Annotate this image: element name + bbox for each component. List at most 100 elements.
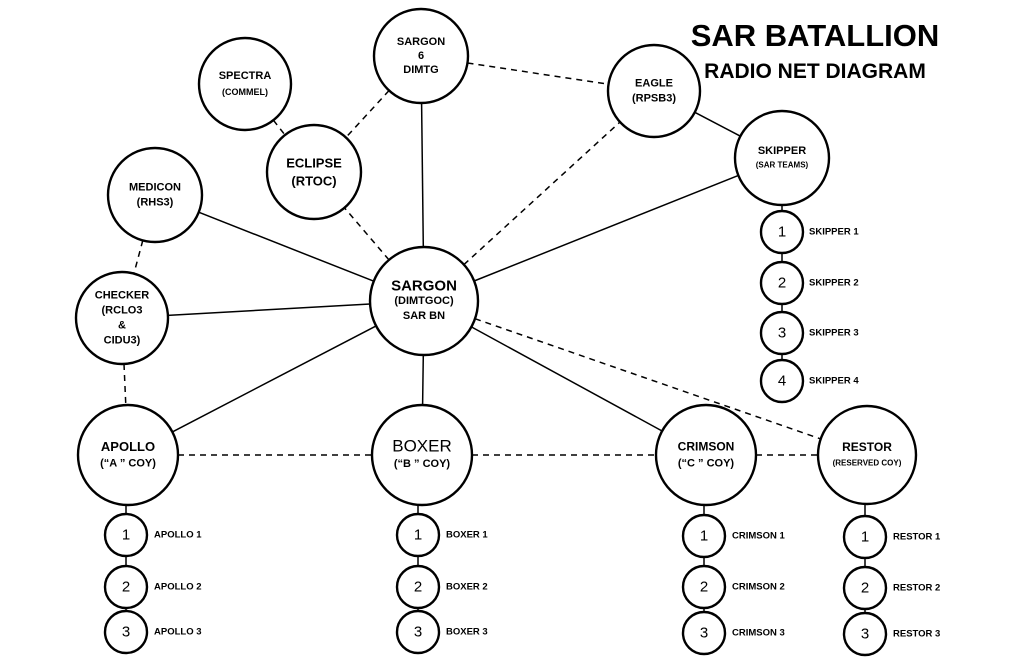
node-checker-label-2: & — [118, 320, 126, 332]
node-boxer-circle — [370, 403, 474, 507]
node-apollo-label-1: (“A ” COY) — [100, 458, 156, 470]
link-eagle-skipper — [694, 111, 741, 137]
diagram-title: SAR BATALLION — [690, 18, 940, 53]
link-sargon-eclipse — [343, 207, 390, 261]
sub-unit-label: CRIMSON 2 — [732, 582, 785, 593]
sub-unit-number: 4 — [778, 373, 786, 390]
node-skipper: SKIPPER(SAR TEAMS) — [733, 109, 831, 207]
node-spectra-label-0: SPECTRA — [219, 70, 272, 82]
sub-unit-circle — [842, 514, 888, 560]
sub-unit-circle — [681, 513, 727, 559]
sub-unit-boxer-2: 2 BOXER 2 — [395, 564, 488, 610]
sub-unit-circle — [681, 610, 727, 656]
sub-unit-skipper-1: 1 SKIPPER 1 — [759, 209, 859, 255]
node-checker-label-0: CHECKER — [95, 290, 149, 302]
node-medicon-label-0: MEDICON — [129, 182, 181, 194]
sub-unit-label: APOLLO 3 — [154, 627, 202, 638]
sub-unit-restor-1: 1 RESTOR 1 — [842, 514, 941, 560]
node-eclipse-label-0: ECLIPSE — [286, 156, 342, 171]
node-sargon6-label-1: 6 — [418, 50, 424, 62]
sub-unit-number: 2 — [700, 579, 708, 596]
link-medicon-checker — [133, 240, 144, 274]
node-skipper-label-0: SKIPPER — [758, 145, 806, 157]
sub-unit-number: 2 — [861, 580, 869, 597]
node-sargon-label-2: SAR BN — [403, 310, 445, 322]
sub-unit-circle — [842, 565, 888, 611]
node-medicon: MEDICON(RHS3) — [106, 146, 204, 244]
sub-unit-circle — [759, 260, 805, 306]
node-eagle: EAGLE(RPSB3) — [606, 43, 702, 139]
sub-unit-label: CRIMSON 3 — [732, 628, 785, 639]
link-sargon-crimson — [471, 326, 663, 432]
sub-unit-label: SKIPPER 1 — [809, 227, 859, 238]
sub-unit-number: 1 — [861, 529, 869, 546]
sub-unit-number: 3 — [861, 626, 869, 643]
node-sargon: SARGON(DIMTGOC)SAR BN — [368, 245, 480, 357]
node-crimson-label-1: (“C ” COY) — [678, 458, 735, 470]
node-restor-circle — [816, 404, 918, 506]
node-checker: CHECKER (RCLO3 & CIDU3) — [74, 270, 170, 366]
node-boxer-label-0: BOXER — [392, 437, 452, 456]
sub-unit-number: 2 — [414, 579, 422, 596]
node-apollo: APOLLO (“A ” COY) — [76, 403, 180, 507]
link-sargon-eagle — [463, 121, 621, 266]
node-eclipse-label-1: (RTOC) — [291, 174, 336, 189]
node-sargon-label-0: SARGON — [391, 278, 457, 295]
sub-unit-label: RESTOR 2 — [893, 583, 940, 594]
sub-unit-number: 1 — [778, 224, 786, 241]
sub-unit-label: RESTOR 3 — [893, 629, 940, 640]
sub-unit-circle — [395, 609, 441, 655]
sub-unit-number: 1 — [414, 527, 422, 544]
node-restor: RESTOR(RESERVED COY) — [816, 404, 918, 506]
link-sargon-medicon — [198, 211, 375, 282]
sub-unit-circle — [395, 564, 441, 610]
node-spectra-circle — [197, 36, 293, 132]
sub-unit-label: CRIMSON 1 — [732, 531, 786, 542]
node-medicon-circle — [106, 146, 204, 244]
node-spectra: SPECTRA (COMMEL) — [197, 36, 293, 132]
sub-unit-circle — [103, 609, 149, 655]
node-apollo-label-0: APOLLO — [101, 439, 155, 454]
sub-unit-number: 3 — [414, 624, 422, 641]
link-sargon-boxer — [421, 354, 425, 406]
node-spectra-label-1: (COMMEL) — [222, 87, 268, 97]
link-sargon-checker — [167, 303, 371, 317]
node-sargon6-label-2: DIMTG — [403, 64, 438, 76]
sub-unit-circle — [681, 564, 727, 610]
node-checker-label-1: (RCLO3 — [102, 305, 143, 317]
sub-unit-label: SKIPPER 2 — [809, 278, 859, 289]
sub-unit-restor-2: 2 RESTOR 2 — [842, 565, 940, 611]
link-spectra-eclipse — [272, 119, 286, 136]
sub-unit-label: BOXER 3 — [446, 627, 488, 638]
node-boxer-label-1: (“B ” COY) — [394, 458, 451, 470]
node-eagle-label-0: EAGLE — [635, 78, 673, 90]
node-sargon-circle — [368, 245, 480, 357]
node-skipper-circle — [733, 109, 831, 207]
sub-unit-restor-3: 3 RESTOR 3 — [842, 611, 940, 657]
sub-unit-apollo-1: 1 APOLLO 1 — [103, 512, 202, 558]
sub-unit-circle — [103, 564, 149, 610]
node-eclipse-circle — [265, 123, 363, 221]
sub-unit-circle — [103, 512, 149, 558]
node-restor-label-0: RESTOR — [842, 440, 892, 454]
sub-unit-label: APOLLO 1 — [154, 530, 202, 541]
node-sargon6-circle — [372, 7, 470, 105]
sub-unit-label: BOXER 2 — [446, 582, 488, 593]
sub-unit-number: 3 — [122, 624, 130, 641]
node-checker-label-3: CIDU3) — [104, 335, 141, 347]
link-checker-apollo — [123, 363, 127, 406]
sub-unit-number: 1 — [122, 527, 130, 544]
sub-unit-label: SKIPPER 3 — [809, 328, 859, 339]
sub-unit-circle — [395, 512, 441, 558]
sub-unit-circle — [759, 310, 805, 356]
sub-unit-label: RESTOR 1 — [893, 532, 941, 543]
node-boxer: BOXER (“B ” COY) — [370, 403, 474, 507]
sub-unit-label: APOLLO 2 — [154, 582, 202, 593]
link-sargon6-eagle — [467, 62, 609, 85]
